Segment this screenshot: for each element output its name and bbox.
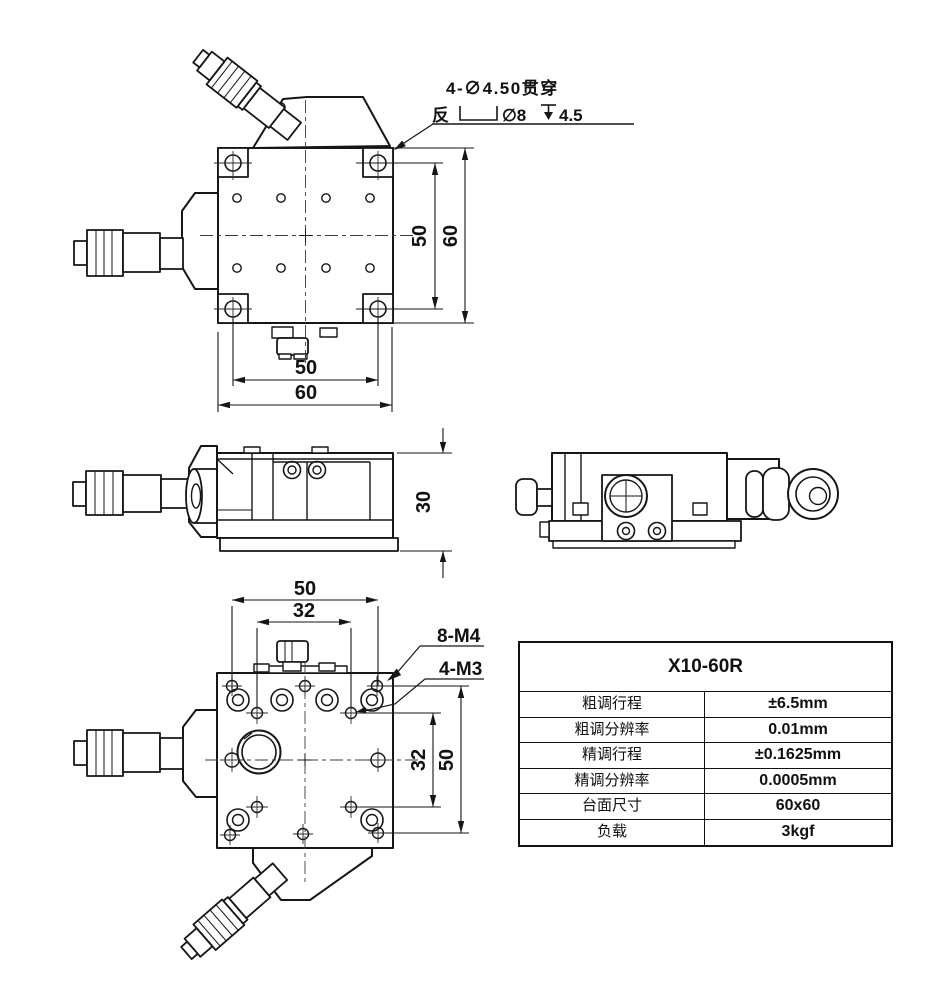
dim-top-width-outer: 60 xyxy=(295,382,317,404)
callout-cbore-depth: 4.5 xyxy=(559,106,583,125)
depth-symbol-icon xyxy=(541,104,556,120)
bottom-view: 50 32 32 50 8-M4 4-M3 xyxy=(73,578,484,960)
thread-callouts: 8-M4 4-M3 xyxy=(356,626,484,713)
screw-head xyxy=(282,460,302,480)
spec-value: 3kgf xyxy=(781,822,815,840)
spec-row: 粗调分辨率 0.01mm xyxy=(520,716,891,743)
side-view xyxy=(515,452,839,549)
left-bracket-bottom xyxy=(182,709,219,798)
left-bracket xyxy=(181,192,219,290)
screw-head xyxy=(307,460,327,480)
front-body xyxy=(216,452,394,539)
spec-label: 粗调分辨率 xyxy=(520,717,705,743)
spec-row: 精调分辨率 0.0005mm xyxy=(520,767,891,794)
dim-bottom-inner: 32 xyxy=(293,600,315,622)
dim-right-outer: 50 xyxy=(436,749,458,771)
spec-label: 粗调行程 xyxy=(520,692,705,717)
micrometer-left-top xyxy=(73,229,184,277)
corner-mount-holes xyxy=(214,147,394,324)
dim-top-height-outer: 60 xyxy=(440,225,462,247)
micrometer-angled-bottom xyxy=(180,862,289,960)
screw-head xyxy=(616,521,636,541)
base-plate xyxy=(219,537,399,552)
spec-label: 台面尺寸 xyxy=(520,794,705,819)
spec-value: 60x60 xyxy=(775,797,821,815)
leader-arrow xyxy=(356,706,367,713)
clamp-knob-side xyxy=(515,478,538,516)
clamp-knob-bottom-view xyxy=(253,640,348,674)
callout-prefix: 反 xyxy=(432,106,449,125)
spec-row: 精调行程 ±0.1625mm xyxy=(520,742,891,768)
micrometer-angled-top xyxy=(192,48,302,141)
dim-top-width-inner: 50 xyxy=(295,357,317,379)
spec-value: ±0.1625mm xyxy=(754,746,842,764)
bottom-bracket xyxy=(252,847,373,901)
spec-value: 0.01mm xyxy=(768,720,828,738)
tapped-holes-top xyxy=(232,193,375,273)
spec-value: 0.0005mm xyxy=(759,771,837,789)
leader-arrow xyxy=(387,668,402,681)
dim-right-inner: 32 xyxy=(408,749,430,771)
dim-top-height-inner: 50 xyxy=(409,225,431,247)
clamp-knob-top xyxy=(271,326,338,360)
dim-height: 30 xyxy=(413,491,435,513)
spec-table-title: X10-60R xyxy=(668,656,743,677)
counterbore-symbol-icon xyxy=(459,106,498,121)
front-view: 30 xyxy=(72,428,452,578)
bottom-view-dimensions: 50 32 32 50 xyxy=(231,578,469,834)
callout-cbore-size: ∅8 xyxy=(502,106,526,125)
spec-value: ±6.5mm xyxy=(768,695,828,712)
micrometer-left-bottom xyxy=(73,729,184,777)
spec-row: 台面尺寸 60x60 xyxy=(520,793,891,819)
spindle-hole xyxy=(236,729,282,775)
dim-bottom-outer: 50 xyxy=(294,578,316,600)
screw-head xyxy=(647,521,667,541)
spec-label: 负载 xyxy=(520,819,705,845)
spec-table: X10-60R 粗调行程 ±6.5mm 粗调分辨率 0.01mm 精调行程 ±0… xyxy=(518,641,893,847)
top-view-dimensions: 50 60 50 60 xyxy=(217,147,474,412)
label-m3: 4-M3 xyxy=(439,659,482,680)
spec-label: 精调分辨率 xyxy=(520,768,705,794)
label-m4: 8-M4 xyxy=(437,626,481,647)
micrometer-side-end xyxy=(745,467,839,521)
spec-row: 粗调行程 ±6.5mm xyxy=(520,691,891,717)
front-view-dimension: 30 xyxy=(397,428,452,578)
top-view: 50 60 50 60 4-∅4.50贯穿 反 ∅8 xyxy=(73,48,634,412)
hole-callout: 4-∅4.50贯穿 反 ∅8 4.5 xyxy=(394,78,634,150)
spec-label: 精调行程 xyxy=(520,743,705,768)
leader-arrow xyxy=(394,140,406,150)
callout-line1: 4-∅4.50贯穿 xyxy=(446,78,559,98)
m4-holes xyxy=(226,688,384,832)
spec-row: 负载 3kgf xyxy=(520,818,891,845)
